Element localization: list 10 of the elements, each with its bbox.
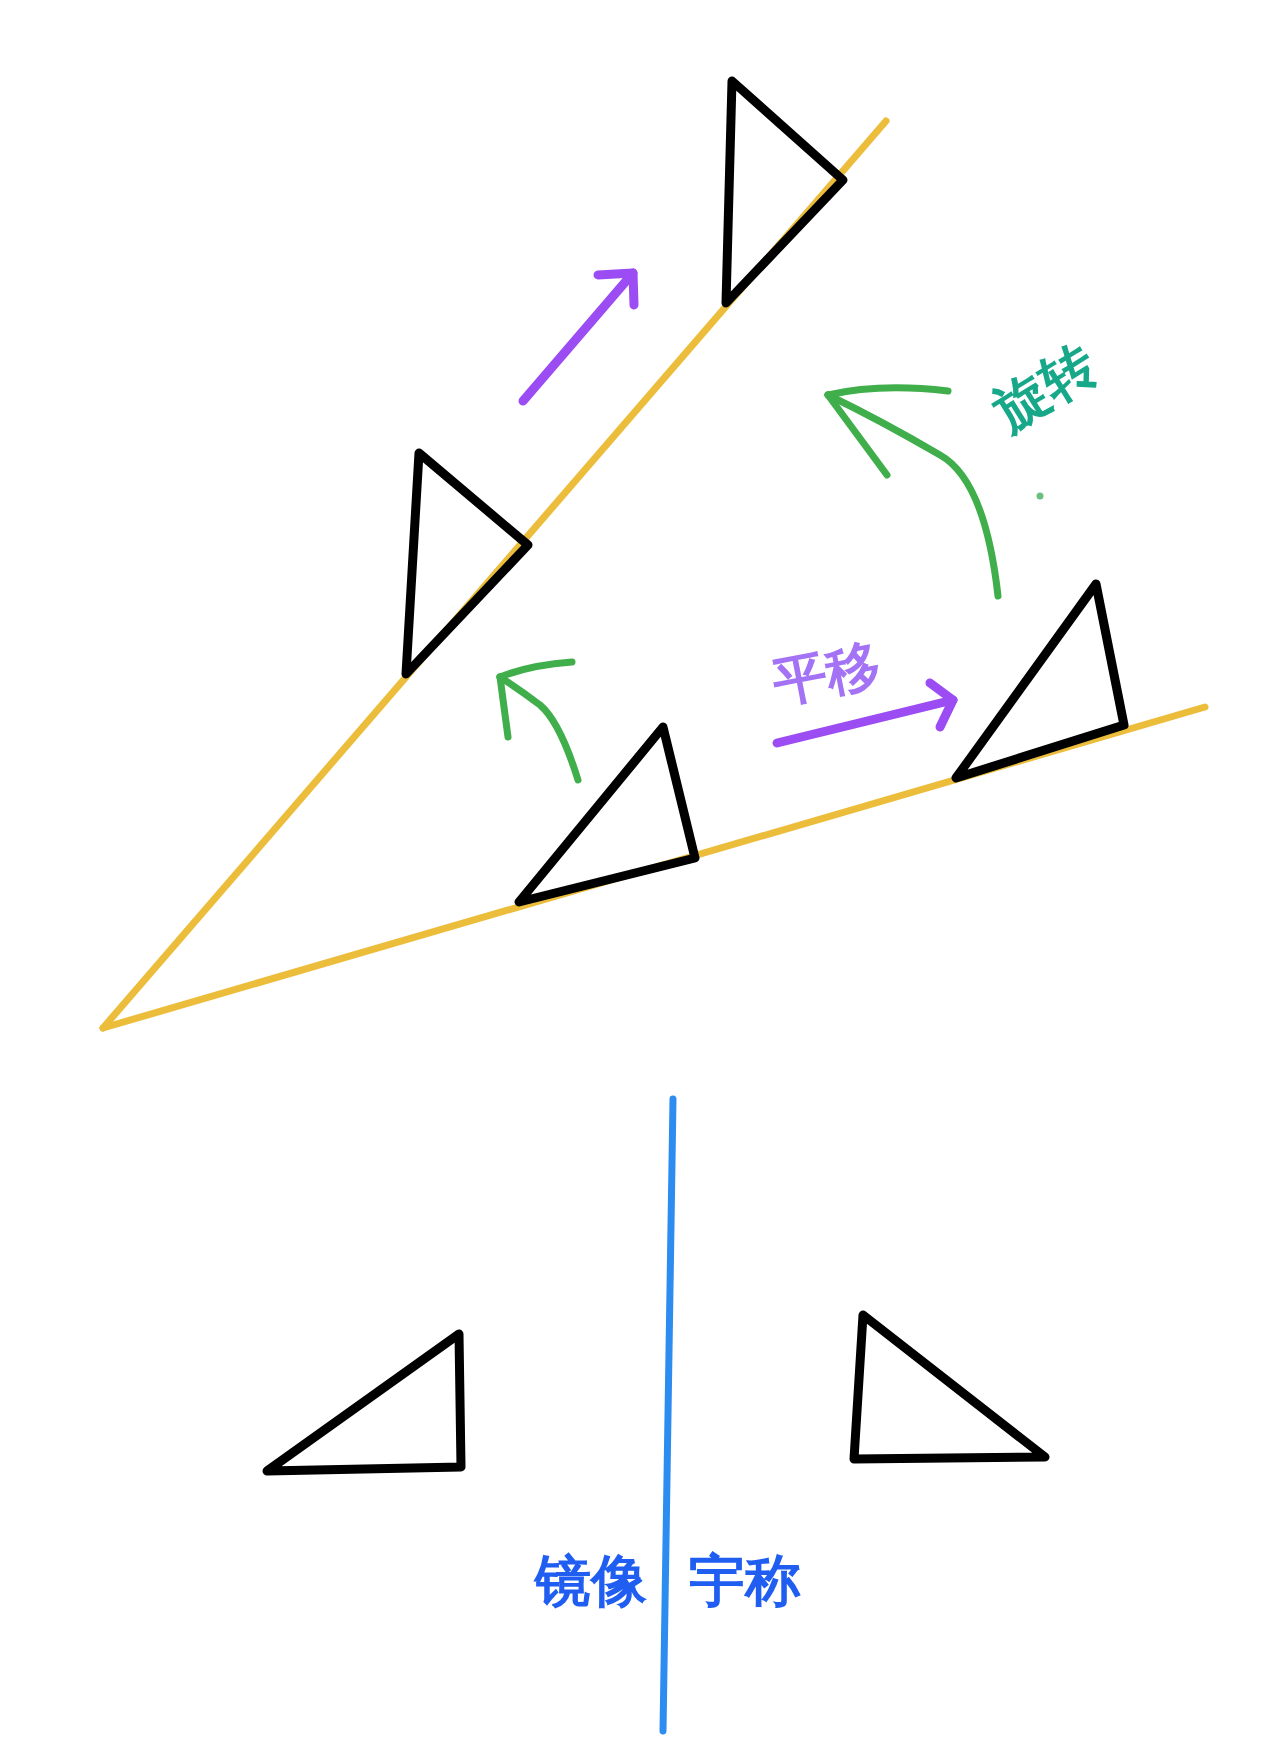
parity-label: 宇称 (689, 1553, 801, 1609)
rotation-label: 旋转 (984, 336, 1106, 440)
triangle (849, 1310, 1050, 1464)
translation-label: 平移 (768, 637, 886, 711)
triangle (262, 1329, 466, 1476)
triangle (951, 579, 1129, 783)
triangle (401, 448, 533, 679)
mirror-label: 镜像 (535, 1553, 647, 1609)
triangle (721, 76, 848, 308)
triangle (514, 722, 700, 907)
